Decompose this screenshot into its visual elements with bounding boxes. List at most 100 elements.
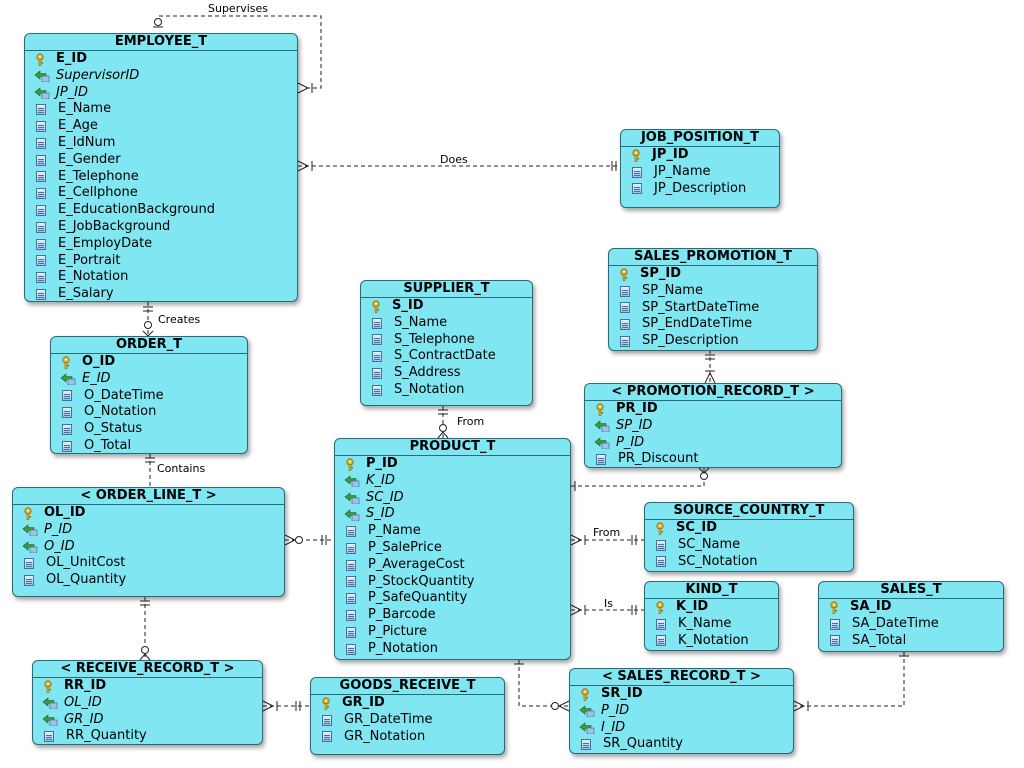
attribute-field[interactable]: E_EmployDate: [25, 236, 297, 253]
attribute-field[interactable]: P_SalePrice: [335, 540, 570, 557]
attribute-field[interactable]: E_Portrait: [25, 253, 297, 270]
primary-key-field[interactable]: GR_ID: [311, 695, 504, 712]
attribute-field[interactable]: P_SafeQuantity: [335, 590, 570, 607]
foreign-key-field[interactable]: P_ID: [585, 435, 841, 452]
attribute-field[interactable]: O_Notation: [51, 404, 247, 421]
attribute-field[interactable]: P_Barcode: [335, 607, 570, 624]
primary-key-field[interactable]: JP_ID: [621, 147, 779, 164]
attribute-field[interactable]: E_Telephone: [25, 169, 297, 186]
foreign-key-field[interactable]: P_ID: [570, 703, 793, 720]
attribute-field[interactable]: GR_Notation: [311, 729, 504, 746]
primary-key-field[interactable]: SA_ID: [819, 599, 1003, 616]
attribute-field[interactable]: SP_StartDateTime: [609, 300, 817, 317]
primary-key-field[interactable]: PR_ID: [585, 401, 841, 418]
attribute-field[interactable]: O_Status: [51, 421, 247, 438]
foreign-key-icon: [344, 509, 360, 522]
attribute-field[interactable]: S_Name: [361, 315, 532, 332]
attribute-field[interactable]: P_Picture: [335, 624, 570, 641]
attribute-field[interactable]: P_Name: [335, 523, 570, 540]
foreign-key-field[interactable]: OL_ID: [33, 695, 262, 712]
attribute-field[interactable]: O_DateTime: [51, 388, 247, 405]
attribute-field[interactable]: OL_Quantity: [13, 572, 284, 589]
attribute-field[interactable]: K_Name: [645, 616, 778, 633]
primary-key-field[interactable]: P_ID: [335, 456, 570, 473]
attribute-field[interactable]: PR_Discount: [585, 451, 841, 467]
primary-key-field[interactable]: OL_ID: [13, 505, 284, 522]
attribute-field[interactable]: SP_EndDateTime: [609, 316, 817, 333]
primary-key-field[interactable]: RR_ID: [33, 678, 262, 695]
attribute-icon: [322, 714, 332, 726]
attribute-field[interactable]: E_Salary: [25, 286, 297, 301]
primary-key-field[interactable]: O_ID: [51, 354, 247, 371]
foreign-key-field[interactable]: SC_ID: [335, 490, 570, 507]
attribute-field[interactable]: S_Address: [361, 365, 532, 382]
entity-title: JOB_POSITION_T: [621, 130, 779, 147]
field-name: RR_ID: [64, 678, 107, 693]
primary-key-field[interactable]: SR_ID: [570, 686, 793, 703]
primary-key-field[interactable]: SC_ID: [645, 520, 853, 537]
field-name: JP_ID: [56, 84, 89, 100]
attribute-field[interactable]: GR_DateTime: [311, 712, 504, 729]
foreign-key-field[interactable]: SupervisorID: [25, 68, 297, 85]
foreign-key-field[interactable]: S_ID: [335, 506, 570, 523]
foreign-key-field[interactable]: JP_ID: [25, 85, 297, 102]
attribute-field[interactable]: SC_Name: [645, 537, 853, 554]
field-name: E_IdNum: [58, 134, 116, 150]
primary-key-field[interactable]: SP_ID: [609, 266, 817, 283]
attribute-field[interactable]: P_StockQuantity: [335, 574, 570, 591]
field-name: E_Notation: [58, 269, 129, 285]
attribute-field[interactable]: S_Notation: [361, 382, 532, 399]
attribute-field[interactable]: P_Notation: [335, 641, 570, 658]
attribute-field[interactable]: RR_Quantity: [33, 728, 262, 744]
attribute-field[interactable]: E_Cellphone: [25, 185, 297, 202]
attribute-field[interactable]: E_Name: [25, 101, 297, 118]
foreign-key-field[interactable]: O_ID: [13, 539, 284, 556]
attribute-field[interactable]: SR_Quantity: [570, 736, 793, 753]
attribute-field[interactable]: E_IdNum: [25, 135, 297, 152]
primary-key-field[interactable]: E_ID: [25, 51, 297, 68]
foreign-key-field[interactable]: GR_ID: [33, 712, 262, 729]
primary-key-field[interactable]: K_ID: [645, 599, 778, 616]
attribute-field[interactable]: OL_UnitCost: [13, 555, 284, 572]
attribute-field[interactable]: P_AverageCost: [335, 557, 570, 574]
attribute-field[interactable]: SA_DateTime: [819, 616, 1003, 633]
attribute-field[interactable]: O_Total: [51, 438, 247, 453]
attribute-field[interactable]: E_Gender: [25, 152, 297, 169]
attribute-field[interactable]: E_EducationBackground: [25, 202, 297, 219]
foreign-key-field[interactable]: SP_ID: [585, 418, 841, 435]
foreign-key-field[interactable]: P_ID: [13, 522, 284, 539]
attribute-field[interactable]: SA_Total: [819, 633, 1003, 650]
attribute-field[interactable]: K_Notation: [645, 633, 778, 650]
foreign-key-field[interactable]: K_ID: [335, 473, 570, 490]
foreign-key-field[interactable]: I_ID: [570, 720, 793, 737]
attribute-field[interactable]: S_ContractDate: [361, 348, 532, 365]
attribute-field[interactable]: SP_Name: [609, 283, 817, 300]
entity-title: ORDER_T: [51, 337, 247, 354]
attribute-field[interactable]: SP_Description: [609, 333, 817, 350]
attribute-field[interactable]: JP_Name: [621, 164, 779, 181]
foreign-key-field[interactable]: E_ID: [51, 371, 247, 388]
attribute-field[interactable]: JP_Description: [621, 181, 779, 198]
attribute-field[interactable]: E_Notation: [25, 269, 297, 286]
attribute-field[interactable]: SC_Notation: [645, 554, 853, 571]
field-name: P_Name: [368, 523, 421, 539]
attribute-field[interactable]: S_Telephone: [361, 332, 532, 349]
attribute-field[interactable]: E_JobBackground: [25, 219, 297, 236]
attribute-field[interactable]: E_Age: [25, 118, 297, 135]
foreign-key-icon: [42, 714, 58, 727]
primary-key-field[interactable]: S_ID: [361, 298, 532, 315]
